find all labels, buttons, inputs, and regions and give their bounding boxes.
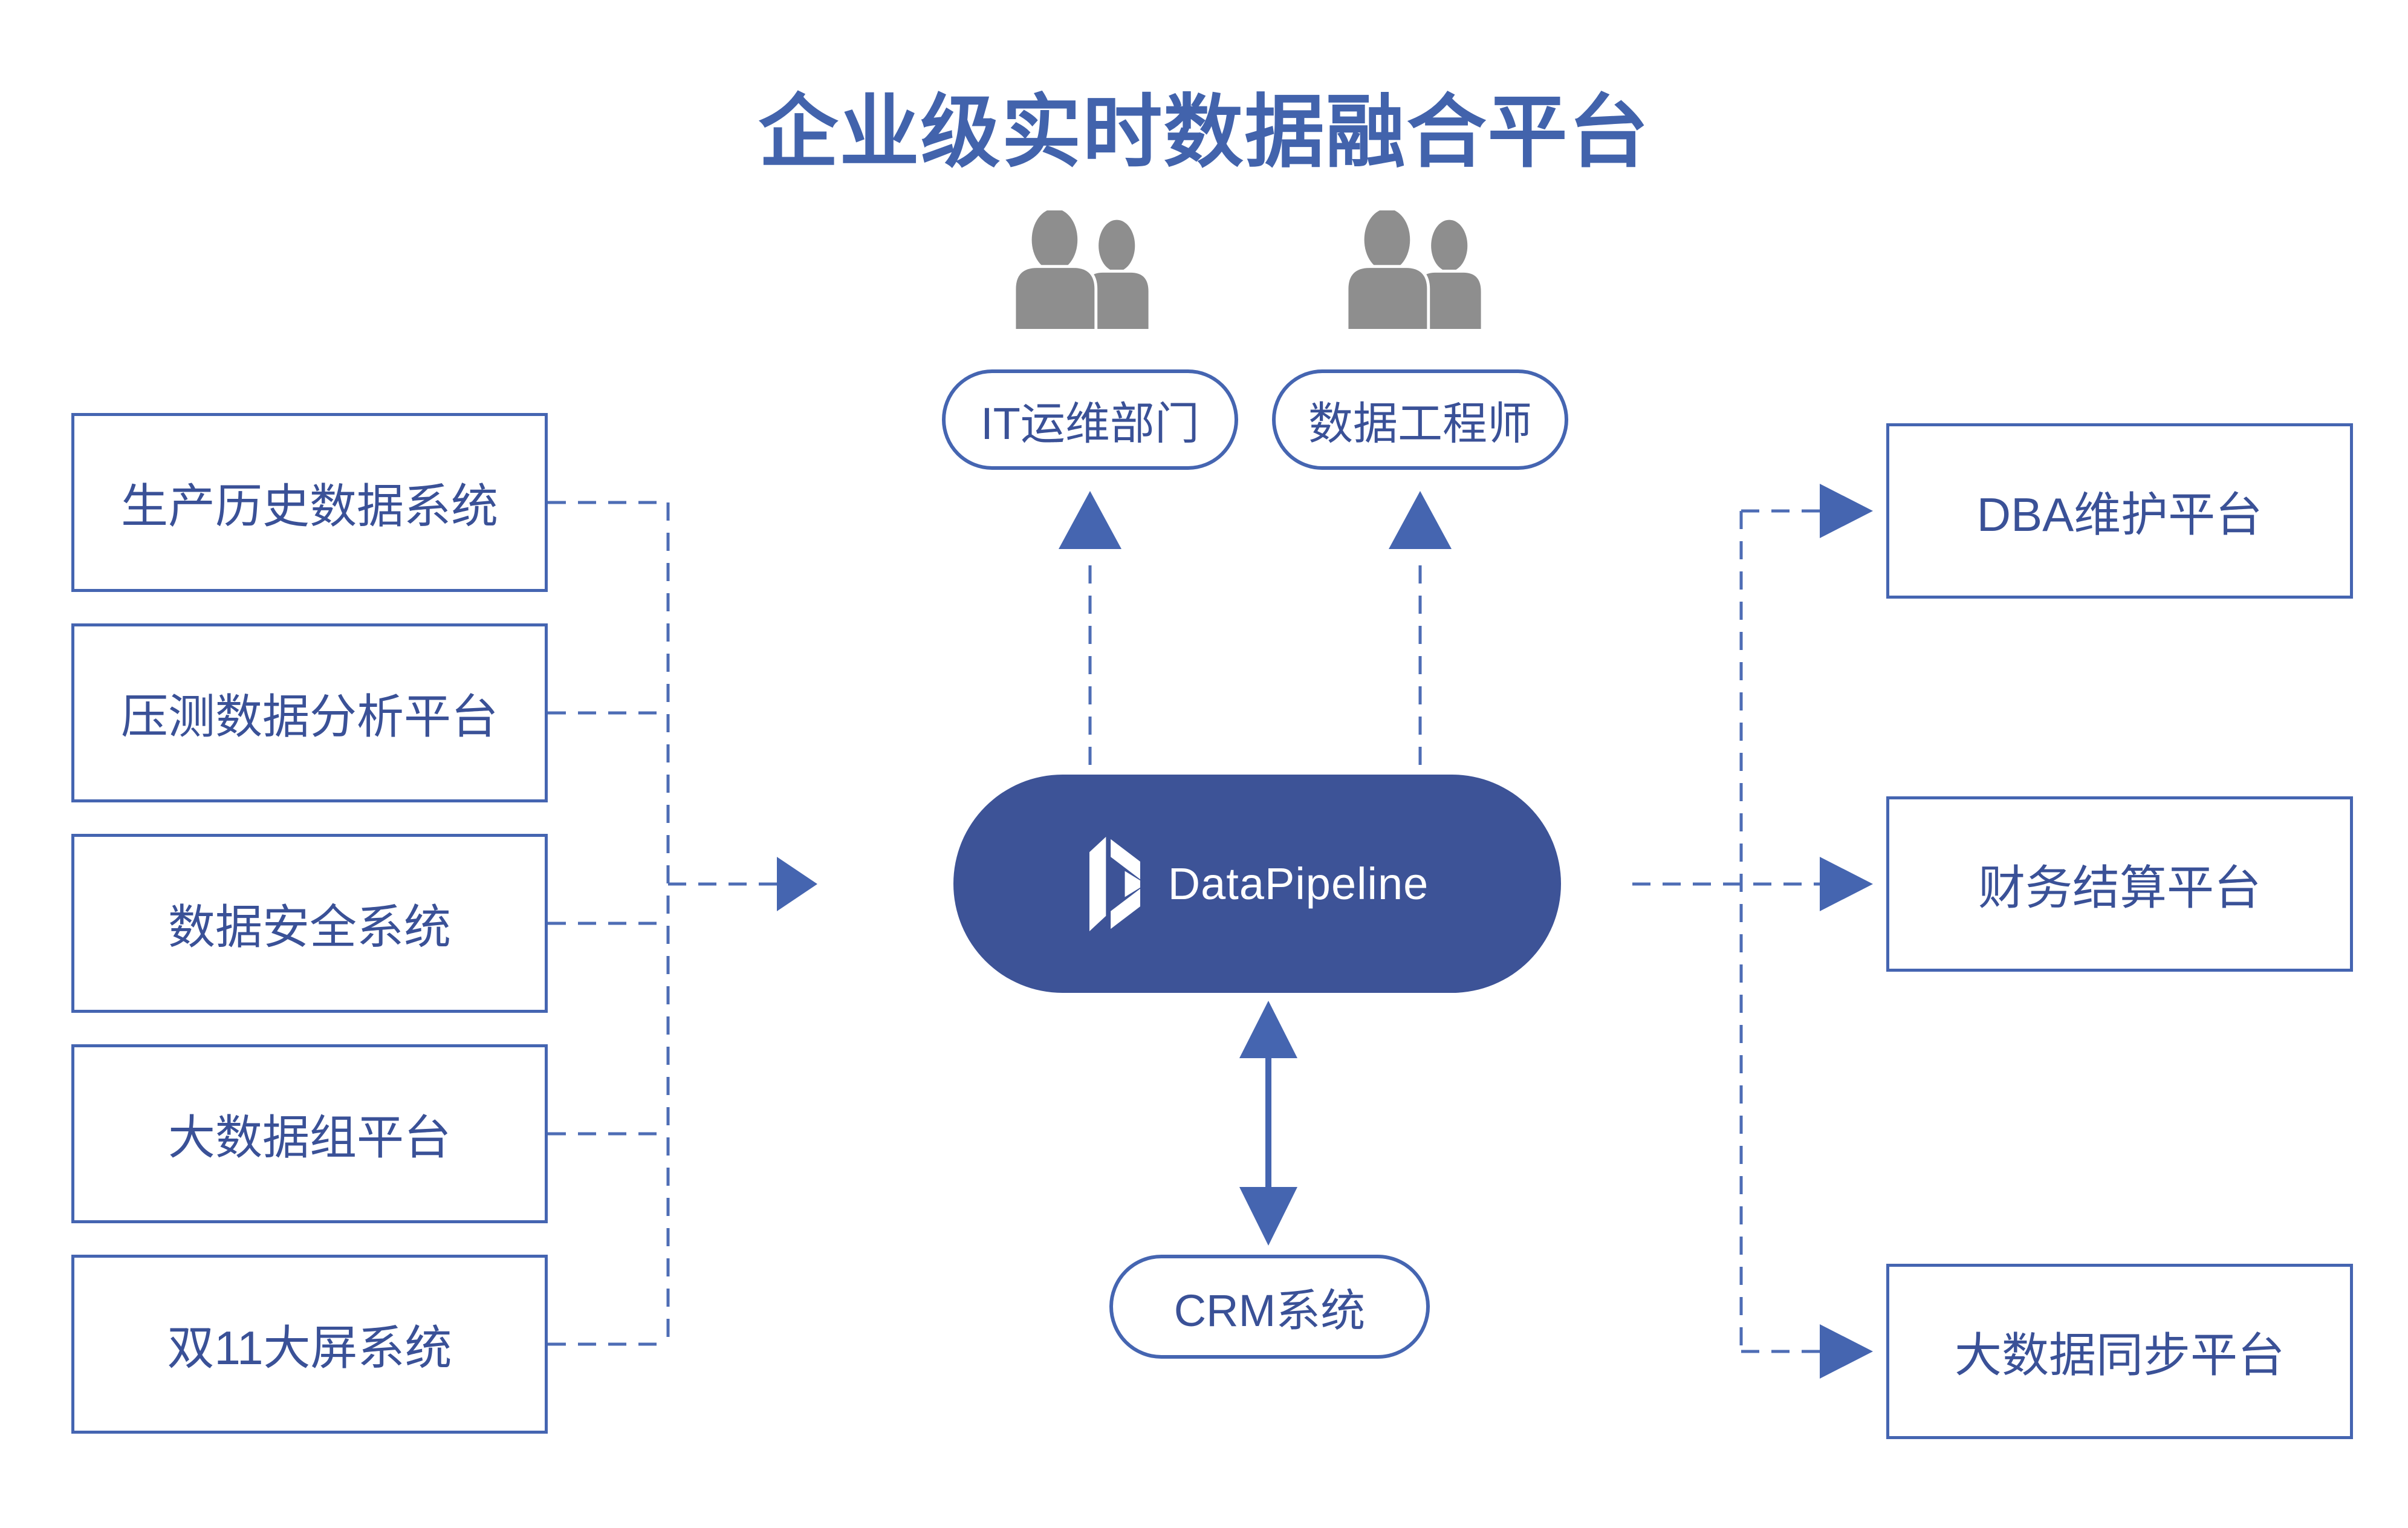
connector-platform-to-targets	[1632, 484, 1873, 1379]
actor-data-engineer: 数据工程师	[1272, 369, 1568, 470]
page-title: 企业级实时数据融合平台	[758, 88, 1650, 177]
source-double11-screen-system: 双11大屏系统	[71, 1255, 548, 1434]
source-load-test-analysis-platform: 压测数据分析平台	[71, 623, 548, 802]
datapipeline-prism-icon	[1089, 836, 1140, 931]
source-big-data-group-platform: 大数据组平台	[71, 1044, 548, 1223]
arrow-up-icon	[1389, 491, 1452, 549]
target-dba-maintenance-platform: DBA维护平台	[1886, 423, 2353, 599]
arrow-up-icon	[1059, 491, 1121, 549]
platform-name: DataPipeline	[1167, 859, 1429, 909]
arrow-up-icon	[1239, 1001, 1297, 1058]
target-label: 财务结算平台	[1978, 861, 2261, 914]
arrow-right-icon	[1820, 1324, 1873, 1379]
crm-label: CRM系统	[1173, 1285, 1366, 1336]
target-finance-settlement-platform: 财务结算平台	[1886, 796, 2353, 972]
source-production-history-system: 生产历史数据系统	[71, 413, 548, 592]
crm-system-node: CRM系统	[1109, 1255, 1430, 1359]
source-label: 数据安全系统	[167, 900, 451, 954]
source-data-security-system: 数据安全系统	[71, 834, 548, 1013]
arrow-right-icon	[1820, 857, 1873, 911]
arrow-right-icon	[1820, 484, 1873, 538]
users-icon	[1345, 210, 1484, 330]
target-bigdata-sync-platform: 大数据同步平台	[1886, 1264, 2353, 1439]
connector-platform-crm-bidirectional	[1239, 1001, 1297, 1246]
actor-it-ops-department: IT运维部门	[942, 369, 1238, 470]
arrow-right-icon	[777, 857, 817, 911]
users-icon	[1013, 210, 1152, 330]
target-label: 大数据同步平台	[1954, 1328, 2285, 1382]
target-label: DBA维护平台	[1976, 488, 2263, 541]
source-label: 压测数据分析平台	[120, 690, 498, 743]
actor-label: IT运维部门	[981, 398, 1199, 449]
actor-label: 数据工程师	[1308, 398, 1532, 449]
arrow-down-icon	[1239, 1187, 1297, 1246]
source-label: 生产历史数据系统	[120, 480, 498, 533]
connector-platform-to-actors	[1059, 491, 1452, 765]
source-label: 大数据组平台	[167, 1111, 451, 1164]
source-label: 双11大屏系统	[167, 1321, 452, 1374]
connector-sources-to-platform	[548, 501, 817, 1346]
datapipeline-platform-node: DataPipeline	[953, 775, 1561, 993]
